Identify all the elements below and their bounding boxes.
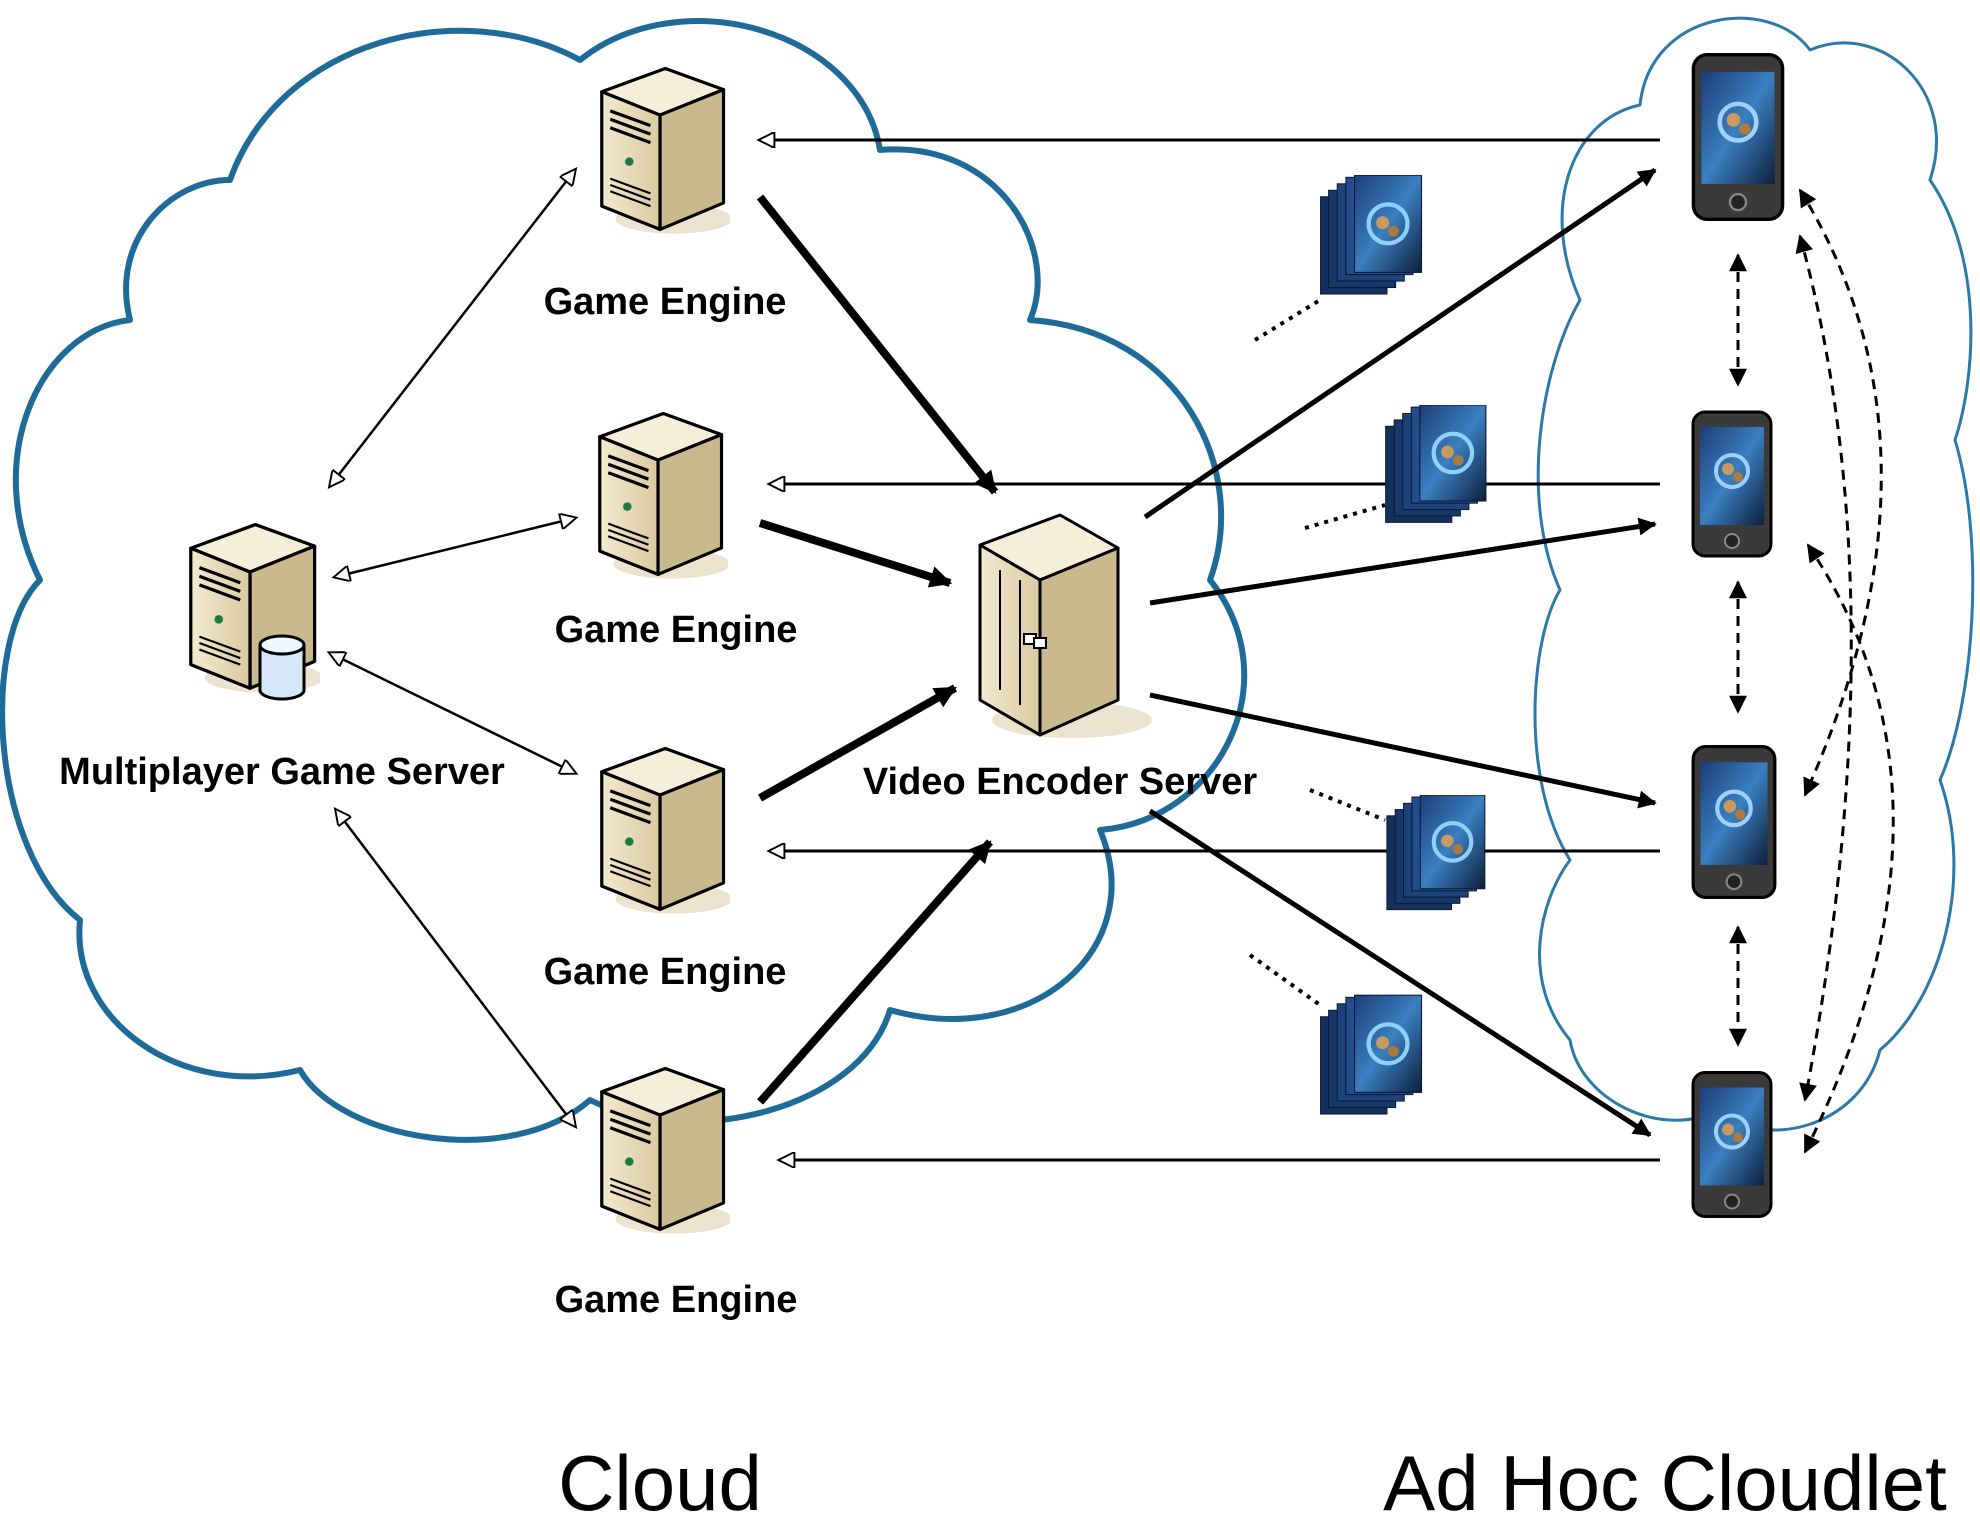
sync-arrow-4 xyxy=(336,810,575,1126)
server-tower-icon xyxy=(600,1066,730,1236)
game-engine-label: Game Engine xyxy=(555,609,798,651)
stream-arrow-1 xyxy=(1143,167,1657,520)
stream-arrow-3 xyxy=(1149,692,1657,809)
game-engine-node-2: Game Engine xyxy=(555,411,798,651)
game-engine-node-1: Game Engine xyxy=(544,66,787,323)
game-engine-node-4: Game Engine xyxy=(555,1066,798,1321)
game-engine-node-3: Game Engine xyxy=(544,746,787,993)
dotted-trail-4 xyxy=(1248,953,1322,1007)
game-engine-label: Game Engine xyxy=(555,1279,798,1321)
peer-arc-3 xyxy=(1803,543,1895,1154)
sync-arrow-1 xyxy=(330,170,575,486)
video-encoder-cabinet-icon xyxy=(978,513,1152,738)
render-arrow-4 xyxy=(757,839,993,1105)
sync-arrow-2 xyxy=(335,518,575,577)
video-frames-stack-icon xyxy=(1387,795,1485,910)
peer-arc-1 xyxy=(1798,188,1883,797)
smartphone-icon xyxy=(1693,412,1771,556)
video-frames-stack-icon xyxy=(1320,995,1422,1114)
smartphone-icon xyxy=(1693,747,1775,898)
cloud-region-outline xyxy=(0,18,1248,1143)
sync-arrow-3 xyxy=(330,653,575,773)
render-arrow-2 xyxy=(758,519,953,588)
video-frames-stack-icon xyxy=(1320,175,1422,294)
game-engine-label: Game Engine xyxy=(544,951,787,993)
video-encoder-node: Video Encoder Server xyxy=(863,513,1257,803)
video-frames-stack-icon xyxy=(1386,405,1486,522)
render-arrows xyxy=(756,194,999,1105)
peer-arc-2 xyxy=(1795,234,1853,1102)
multiplayer-server-node: Multiplayer Game Server xyxy=(59,522,505,793)
cloudlet-label: Ad Hoc Cloudlet xyxy=(1383,1439,1947,1517)
cloud-label: Cloud xyxy=(558,1439,762,1517)
smartphone-icon xyxy=(1693,1073,1771,1217)
dotted-trail-3 xyxy=(1309,788,1386,822)
dotted-trail-2 xyxy=(1304,503,1386,530)
server-tower-icon xyxy=(598,411,728,581)
frame-streams xyxy=(1248,175,1486,1114)
stream-arrows xyxy=(1143,167,1657,1138)
dotted-trail-1 xyxy=(1253,298,1322,342)
game-engine-label: Game Engine xyxy=(544,281,787,323)
database-cylinder-icon xyxy=(258,634,306,701)
multiplayer-server-label: Multiplayer Game Server xyxy=(59,751,505,793)
smartphone-icon xyxy=(1693,55,1782,220)
render-arrow-1 xyxy=(756,194,999,495)
video-encoder-label: Video Encoder Server xyxy=(863,761,1257,803)
peer-arrows xyxy=(1729,188,1895,1154)
sync-arrows xyxy=(330,170,575,1126)
render-arrow-3 xyxy=(758,684,957,802)
stream-arrow-2 xyxy=(1149,517,1657,606)
server-tower-icon xyxy=(600,746,730,916)
server-tower-icon xyxy=(600,66,730,236)
stream-arrow-4 xyxy=(1148,808,1652,1138)
